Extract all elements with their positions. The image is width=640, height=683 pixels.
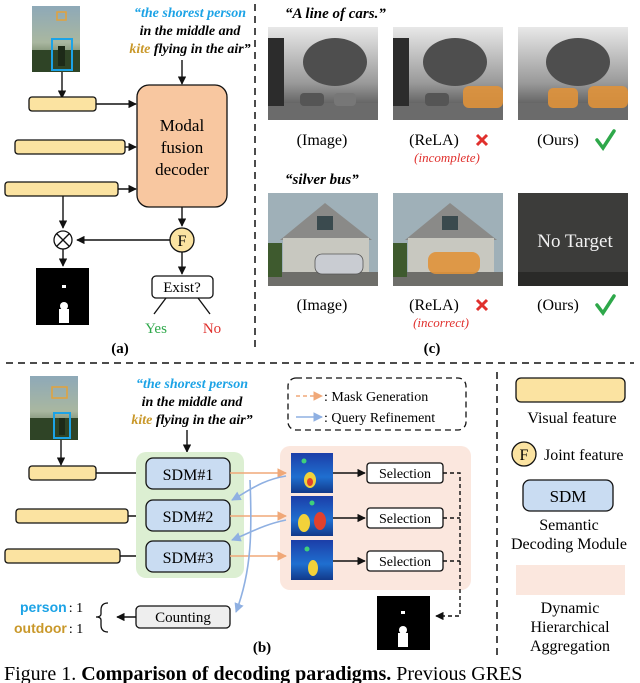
- joint-feature-symbol: F: [178, 233, 187, 250]
- selection-label-1: Selection: [379, 467, 431, 482]
- panel-a-query-kite: kite: [129, 42, 150, 57]
- counting-label: Counting: [155, 610, 211, 626]
- panel-b-input-image: [30, 376, 78, 440]
- count-person-value: : 1: [69, 601, 83, 616]
- example2-ours-result: No Target: [518, 193, 628, 286]
- wrong-icon: [475, 298, 489, 312]
- caption-prefix: Figure 1.: [4, 663, 81, 683]
- selection-label-3: Selection: [379, 555, 431, 570]
- example2-image: [268, 193, 378, 286]
- wrong-icon: [475, 133, 489, 147]
- legend-dha-line2: Hierarchical: [530, 619, 610, 636]
- count-outdoor-word: outdoor: [14, 620, 67, 636]
- legend-dha-line1: Dynamic: [541, 600, 600, 617]
- figure-caption: Figure 1. Comparison of decoding paradig…: [4, 663, 522, 683]
- legend-joint-feature: Joint feature: [544, 447, 624, 464]
- panel-a-visual-feature-2: [14, 139, 126, 155]
- decoder-line3: decoder: [155, 160, 209, 179]
- check-icon: [595, 129, 616, 152]
- sdm-2-label: SDM#2: [163, 509, 214, 526]
- caption-bold: Comparison of decoding paradigms.: [81, 663, 391, 683]
- selection-label-2: Selection: [379, 512, 431, 527]
- exist-label: Exist?: [163, 280, 201, 296]
- legend-joint-feature-icon: [511, 441, 537, 467]
- example1-query: “A line of cars.”: [285, 6, 386, 22]
- no-target-text: No Target: [537, 231, 613, 252]
- example2-rela-caption: (ReLA): [409, 297, 459, 314]
- incomplete-note: (incomplete): [414, 150, 480, 165]
- incorrect-note: (incorrect): [413, 315, 469, 330]
- panel-a-query-rest: flying in the air”: [150, 42, 250, 57]
- panel-b-output-mask: [377, 596, 430, 650]
- panel-b-query-rest: flying in the air”: [152, 413, 252, 428]
- panel-b-visual-feature-3: [4, 548, 121, 564]
- check-icon: [595, 294, 616, 317]
- panel-b-label: (b): [253, 640, 271, 656]
- legend-dha-line3: Aggregation: [530, 638, 610, 655]
- legend-joint-symbol: F: [520, 447, 529, 464]
- panel-b-visual-feature-2: [15, 508, 129, 524]
- example2-image-caption: (Image): [297, 297, 348, 314]
- legend-visual-feature-swatch: [515, 377, 626, 403]
- count-person-word: person: [20, 599, 67, 615]
- panel-c-label: (c): [424, 341, 441, 357]
- legend-sdm-swatch: [522, 479, 614, 512]
- heatmap-3: [291, 540, 333, 580]
- example1-ours-result: [518, 27, 628, 120]
- legend-dha-swatch: [516, 565, 625, 595]
- heatmap-1: [291, 453, 333, 493]
- example1-image-caption: (Image): [297, 132, 348, 149]
- panel-a: “the shorest person in the middle and ki…: [4, 6, 251, 357]
- panel-a-output-mask: [36, 268, 89, 325]
- example2-query: “silver bus”: [285, 172, 359, 188]
- panel-a-visual-feature-1: [28, 96, 97, 112]
- sdm-1-label: SDM#1: [163, 467, 214, 484]
- example1-rela-caption: (ReLA): [409, 132, 459, 149]
- yes-label: Yes: [145, 321, 167, 337]
- legend-mask-generation: : Mask Generation: [324, 390, 428, 405]
- heatmap-2: [291, 496, 333, 536]
- panel-a-label: (a): [111, 341, 129, 357]
- exist-check-box: [151, 275, 214, 299]
- example1-image: [268, 27, 378, 120]
- panel-a-query-line1: “the shorest person: [134, 6, 246, 21]
- count-person: person: 1: [20, 599, 83, 616]
- panel-a-query-line2: in the middle and: [140, 24, 242, 39]
- panel-a-query-line3: kite flying in the air”: [129, 42, 250, 57]
- example1-ours-caption: (Ours): [537, 132, 579, 149]
- panel-b-query-line2: in the middle and: [142, 395, 244, 410]
- panel-a-input-image: [32, 6, 80, 72]
- example2-ours-caption: (Ours): [537, 297, 579, 314]
- example1-rela-result: [393, 27, 503, 120]
- example2-rela-result: [393, 193, 503, 286]
- legend: Visual feature F Joint feature SDM Seman…: [511, 377, 627, 655]
- count-outdoor-value: : 1: [69, 622, 83, 637]
- legend-sdm-label: SDM: [550, 487, 587, 506]
- panel-a-visual-feature-3: [4, 181, 119, 197]
- no-label: No: [203, 321, 221, 337]
- count-outdoor: outdoor: 1: [14, 620, 83, 637]
- legend-visual-feature: Visual feature: [527, 410, 616, 427]
- panel-b-visual-feature-1: [28, 465, 97, 481]
- panel-b-query-line3: kite flying in the air”: [131, 413, 252, 428]
- panel-b: “the shorest person in the middle and ki…: [4, 376, 471, 656]
- decoder-line1: Modal: [160, 116, 205, 135]
- legend-sdm-line1: Semantic: [539, 517, 599, 534]
- panel-b-query-line1: “the shorest person: [136, 377, 248, 392]
- legend-query-refinement: : Query Refinement: [324, 411, 435, 426]
- decoder-line2: fusion: [161, 138, 204, 157]
- panel-b-query-kite: kite: [131, 413, 152, 428]
- caption-rest: Previous GRES: [391, 663, 522, 683]
- arrow-legend-box: [287, 377, 467, 431]
- panel-c: “A line of cars.” (Image) (ReLA): [268, 6, 628, 357]
- legend-sdm-line2: Decoding Module: [511, 536, 627, 553]
- sdm-3-label: SDM#3: [163, 550, 214, 567]
